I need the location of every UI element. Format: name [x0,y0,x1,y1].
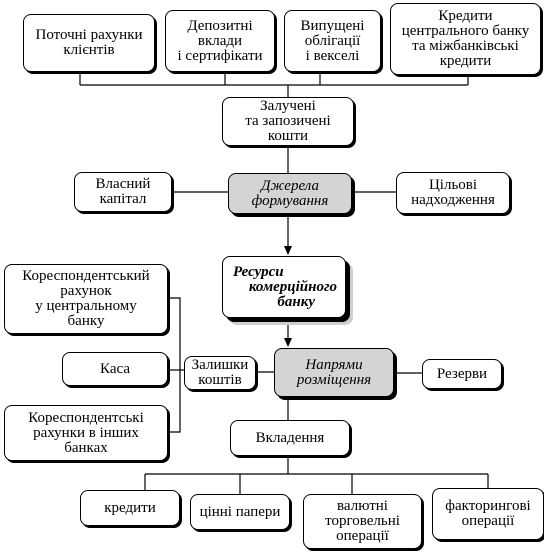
resources-line1: Ресурси [233,263,284,280]
attracted-funds-box: Залучені та запозичені кошти [222,97,354,146]
own-capital-box: Власний капітал [74,172,172,212]
corr-account-central-bank-box: Кореспондентський рахунок у центральному… [4,264,168,334]
cash-box: Каса [62,352,168,386]
reserves-box: Резерви [422,359,502,389]
central-bank-credits-box: Кредити центрального банку та міжбанківс… [390,3,541,75]
current-accounts-box: Поточні рахунки клієнтів [23,14,155,72]
balances-box: Залишки коштів [184,356,256,390]
credits-box: кредити [80,490,180,526]
deposits-box: Депозитні вклади і сертифікати [165,10,275,72]
formation-sources-box: Джерела формування [228,173,352,214]
investments-box: Вкладення [230,420,350,456]
resources-line2: комерційного [248,278,337,295]
securities-box: цінні папери [190,494,290,530]
bank-resources-box: Ресурси комерційного банку [222,256,346,318]
resources-line3: банку [277,293,315,310]
bonds-box: Випущені облігації і векселі [284,10,381,72]
corr-accounts-other-banks-box: Кореспондентські рахунки в інших банках [4,405,168,461]
targeted-receipts-box: Цільові надходження [396,172,510,214]
currency-operations-box: валютні торговельні операції [303,494,422,549]
placement-directions-box: Напрями розміщення [274,348,394,397]
factoring-operations-box: факторингові операції [432,488,544,540]
